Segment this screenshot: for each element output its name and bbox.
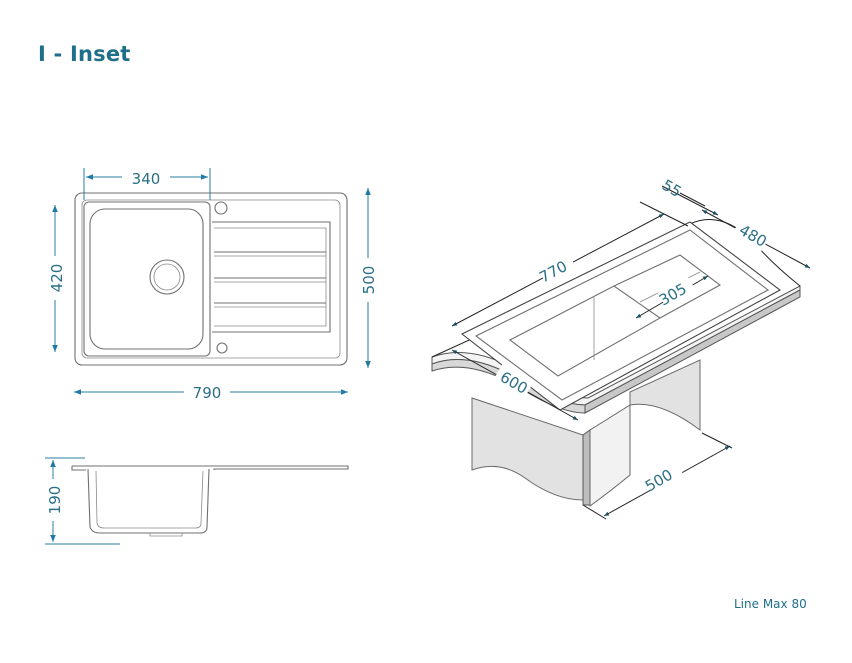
sink-inner-rim (81, 199, 341, 359)
dim-190: 190 (46, 486, 64, 515)
isometric-view: 55 480 770 305 600 500 (431, 176, 811, 520)
dim-500: 500 (360, 266, 378, 295)
bowl-outer (83, 201, 211, 357)
dim-55: 55 (659, 176, 685, 201)
drain-inner (153, 263, 181, 291)
cabinet-front-gap (589, 404, 631, 507)
dim-790: 790 (193, 384, 222, 402)
model-name: Line Max 80 (734, 597, 807, 611)
dim-340: 340 (132, 170, 161, 188)
tap-hole (214, 201, 228, 215)
dim-420: 420 (48, 264, 66, 293)
bowl-inner (89, 208, 204, 350)
page-title: I - Inset (38, 42, 131, 66)
cabinet-right-wall (629, 359, 701, 431)
top-view: 340 420 500 790 (46, 168, 378, 402)
drainer-outline (212, 221, 331, 333)
sink-outline (74, 192, 348, 366)
drain-outer (149, 259, 185, 295)
countertop-edge (584, 289, 801, 414)
side-bowl (87, 468, 210, 534)
overflow-hole (216, 342, 228, 354)
side-view: 190 (44, 457, 349, 545)
cabinet-left-wall (471, 397, 584, 501)
side-top-edge (72, 465, 349, 470)
